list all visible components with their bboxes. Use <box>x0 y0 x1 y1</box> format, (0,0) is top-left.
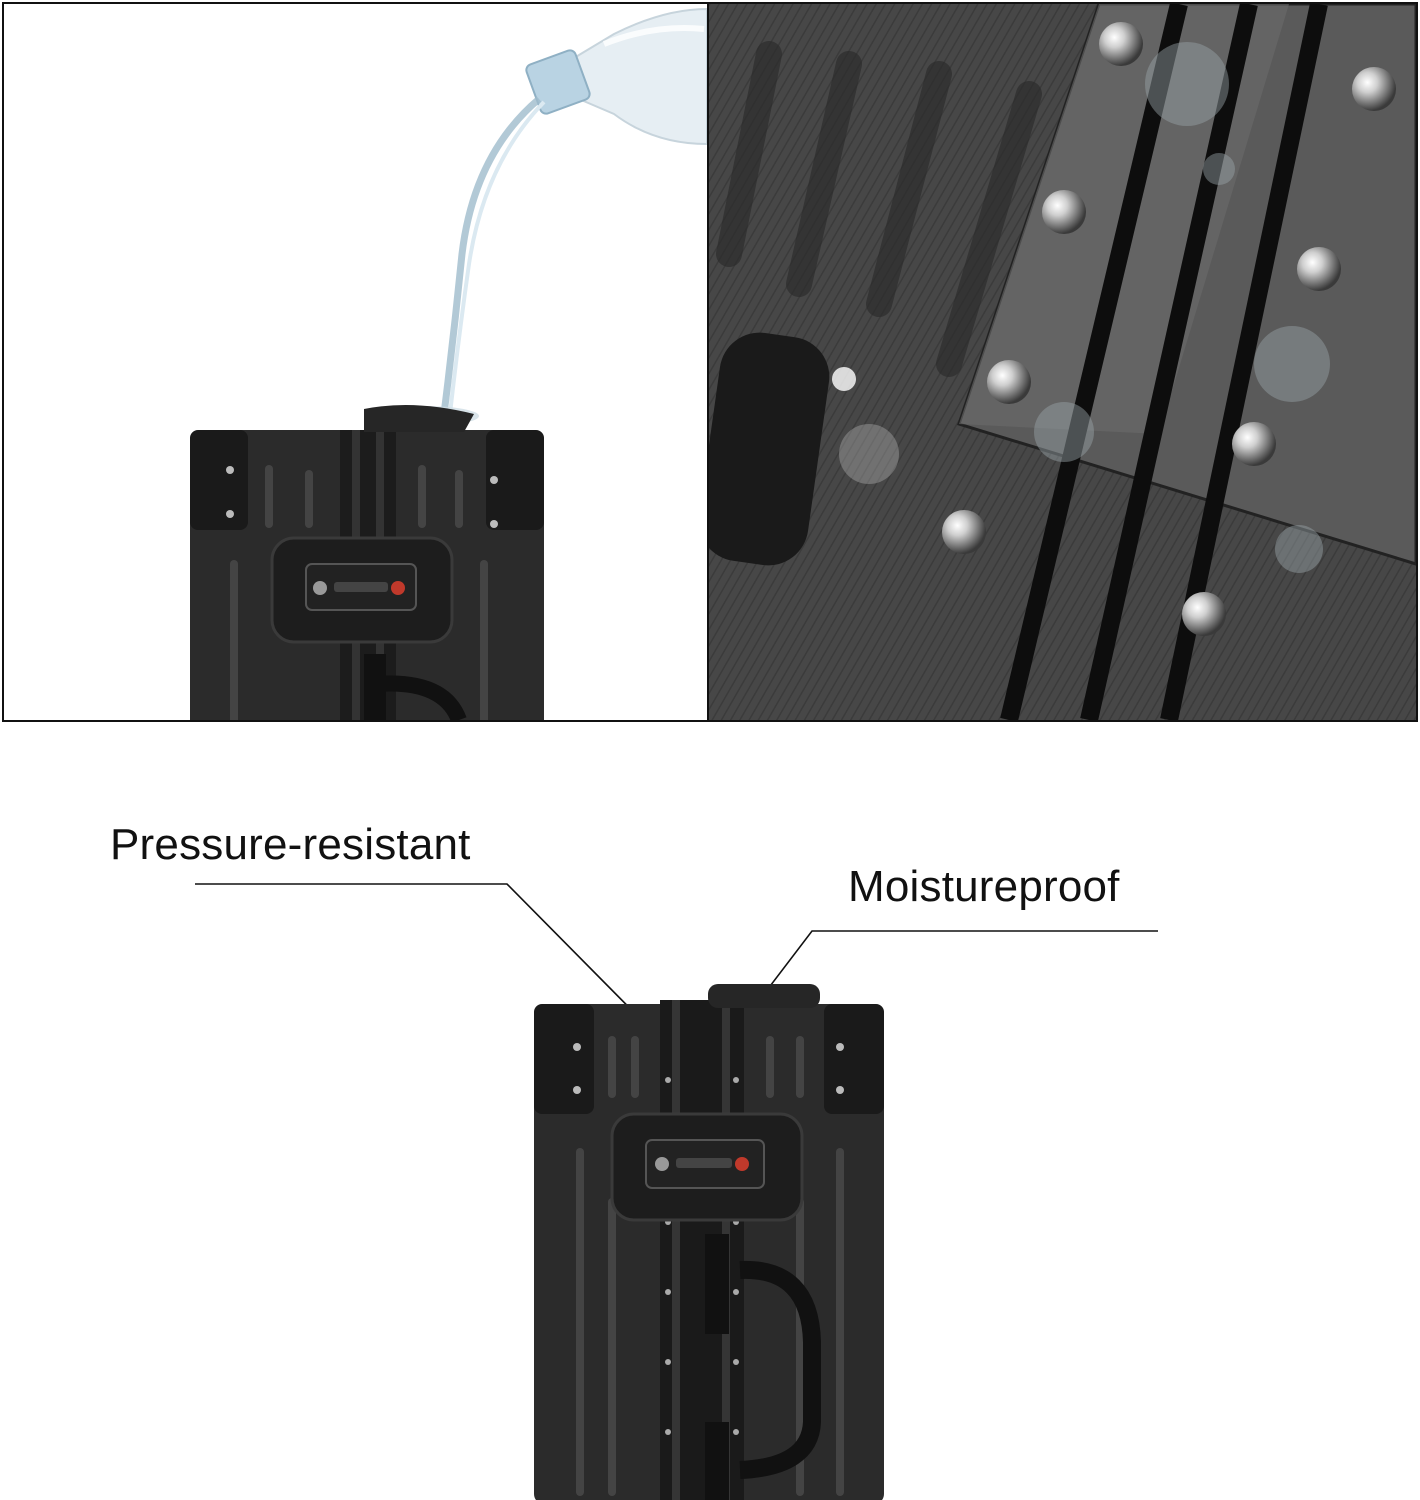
moisture-closeup-photo <box>709 2 1418 722</box>
pressure-resistant-label: Pressure-resistant <box>110 820 471 869</box>
callout-diagram <box>0 722 1420 1500</box>
suitcase-front <box>534 984 884 1500</box>
lock-icon <box>305 563 417 611</box>
water-bottle-icon <box>525 7 707 146</box>
moistureproof-label: Moistureproof <box>848 862 1120 911</box>
water-pour-photo <box>2 2 709 722</box>
water-drop-icon <box>832 22 1396 636</box>
lock-icon <box>645 1139 765 1189</box>
suitcase-top <box>190 405 544 720</box>
